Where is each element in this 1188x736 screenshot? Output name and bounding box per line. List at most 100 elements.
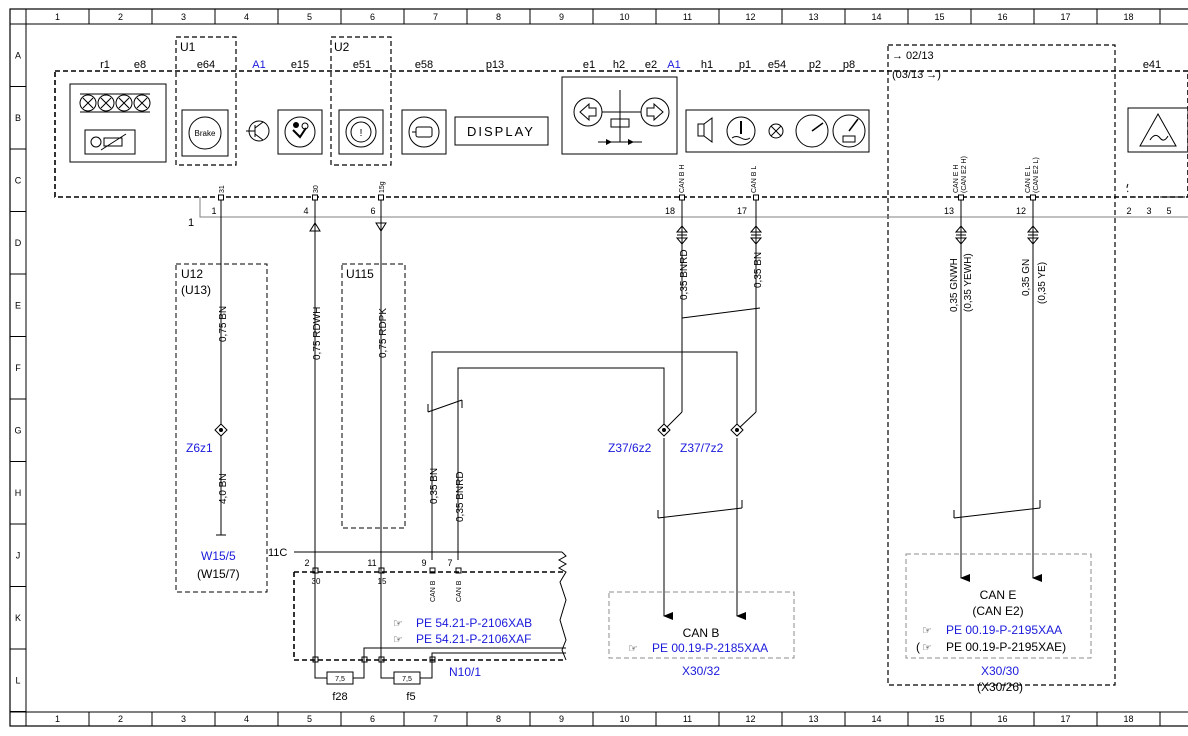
column-label: 14 <box>871 714 881 724</box>
column-label: 10 <box>619 12 629 22</box>
pin-caneh-name: CAN E H <box>953 165 960 193</box>
n10-references: ☞ PE 54.21-P-2106XAB ☞ PE 54.21-P-2106XA… <box>393 616 532 679</box>
column-label: 8 <box>496 12 501 22</box>
parking-brake-icon: ! <box>338 109 384 155</box>
pin-canbh-name: CAN B H <box>679 165 686 193</box>
row-label: A <box>15 50 21 60</box>
pointing-hand-icon-cane-2: ☞ <box>922 642 932 654</box>
can-b-box: CAN B ☞ PE 00.19-P-2185XAA X30/32 <box>608 591 795 678</box>
engine-check-icon <box>401 109 447 155</box>
column-label: 4 <box>244 714 249 724</box>
code-e64: e64 <box>197 59 215 71</box>
z37-7z2-label[interactable]: Z37/7z2 <box>680 441 724 455</box>
turn-signal-block <box>561 76 678 155</box>
fuel-gauge-icon <box>832 114 866 148</box>
n10-ref-2[interactable]: PE 54.21-P-2106XAF <box>416 632 531 646</box>
pin-number-1: 1 <box>211 206 216 216</box>
wire-labels: 0,75 BN 0,75 RDWH 0,75 RDPK 0,35 BNRD 0,… <box>218 249 1048 522</box>
n10-pin-canb2-name: CAN B <box>456 580 463 602</box>
n10-module: 11C 2 11 9 7 30 15 CAN B CAN B <box>268 547 568 663</box>
n10-pin-11: 11 <box>367 558 376 568</box>
u2-box <box>330 36 392 166</box>
column-label: 6 <box>370 12 375 22</box>
can-e-title: CAN E <box>980 588 1017 602</box>
frame <box>9 8 1188 727</box>
pin-number-5: 5 <box>1166 206 1171 216</box>
can-b-ref[interactable]: PE 00.19-P-2185XAA <box>652 641 768 655</box>
coolant-temp-gauge-icon <box>726 116 756 146</box>
u12-box <box>175 263 268 593</box>
pointing-hand-icon-cane-1: ☞ <box>922 625 932 637</box>
column-label: 4 <box>244 12 249 22</box>
column-label: 3 <box>181 714 186 724</box>
code-h1: h1 <box>701 59 713 71</box>
code-r1: r1 <box>100 59 110 71</box>
fuses: 7,5 f28 7,5 f5 <box>314 660 433 703</box>
esp-warning-icon <box>1127 107 1188 153</box>
connector-pin <box>218 194 224 201</box>
column-label: 17 <box>1060 12 1070 22</box>
u12-label: U12 <box>181 267 203 281</box>
column-label: 11 <box>683 12 692 22</box>
u2-label: U2 <box>334 40 350 54</box>
crossref-bottom[interactable]: (03/13 →) <box>892 69 941 81</box>
n10-ref-1[interactable]: PE 54.21-P-2106XAB <box>416 616 532 630</box>
column-label: 7 <box>433 714 438 724</box>
row-label: D <box>15 238 22 248</box>
pointing-hand-icon-canb: ☞ <box>628 643 638 655</box>
column-label: 15 <box>934 12 944 22</box>
column-label: 8 <box>496 714 501 724</box>
row-label: F <box>15 363 21 373</box>
gauges-block <box>685 109 870 153</box>
plug-symbols <box>309 222 1040 245</box>
u1-label: U1 <box>180 40 196 54</box>
lamp-icon <box>97 94 115 112</box>
can-e-subtitle: (CAN E2) <box>972 604 1023 618</box>
w15-5-label[interactable]: W15/5 <box>201 549 236 563</box>
can-e-ref-1[interactable]: PE 00.19-P-2195XAA <box>946 623 1062 637</box>
code-e54: e54 <box>768 59 786 71</box>
can-e-connector[interactable]: X30/30 <box>981 664 1019 678</box>
pin-caneh-sub: (CAN E2 H) <box>961 156 968 193</box>
n10-name[interactable]: N10/1 <box>449 665 481 679</box>
wire-label-075rdwh: 0,75 RDWH <box>312 307 323 360</box>
column-label: 16 <box>997 12 1007 22</box>
brake-warning-icon: Brake <box>181 109 229 157</box>
code-a1: A1 <box>252 59 265 71</box>
z37-6z2-label[interactable]: Z37/6z2 <box>608 441 652 455</box>
column-label: 12 <box>745 12 755 22</box>
wire-label-035bnrd-top: 0,35 BNRD <box>679 249 690 300</box>
connector-pin <box>753 194 759 201</box>
column-label: 13 <box>808 714 818 724</box>
code-e1: e1 <box>583 59 595 71</box>
column-label: 18 <box>1123 12 1133 22</box>
n10-pin-9: 9 <box>421 558 426 568</box>
column-label: 18 <box>1123 714 1133 724</box>
column-label: 1 <box>55 12 60 22</box>
code-e8: e8 <box>134 59 146 71</box>
column-label: 11 <box>683 714 692 724</box>
code-p2: p2 <box>809 59 821 71</box>
z6z1-label[interactable]: Z6z1 <box>186 441 213 455</box>
illumination-lamp-icon <box>768 123 784 139</box>
column-label: 5 <box>307 714 312 724</box>
display-panel: DISPLAY <box>454 116 549 146</box>
n10-pin-7: 7 <box>447 558 452 568</box>
column-ticks <box>88 9 1161 726</box>
connector-pin <box>378 194 384 201</box>
crossref-top[interactable]: → 02/13 <box>892 50 934 62</box>
pin-number-18: 18 <box>665 206 675 216</box>
pin-numbers: 1 4 6 18 17 13 12 2 3 5 <box>211 206 1171 216</box>
u1-box <box>175 36 237 166</box>
column-label: 5 <box>307 12 312 22</box>
lamp-icon <box>115 94 133 112</box>
wire-label-035ye: (0,35 YE) <box>1037 262 1048 304</box>
wire-label-40bn: 4,0 BN <box>218 473 229 504</box>
lamp-icon <box>133 94 151 112</box>
can-b-connector[interactable]: X30/32 <box>682 664 720 678</box>
svg-text:!: ! <box>360 128 363 139</box>
code-e2: e2 <box>645 59 657 71</box>
can-b-title: CAN B <box>683 626 720 640</box>
